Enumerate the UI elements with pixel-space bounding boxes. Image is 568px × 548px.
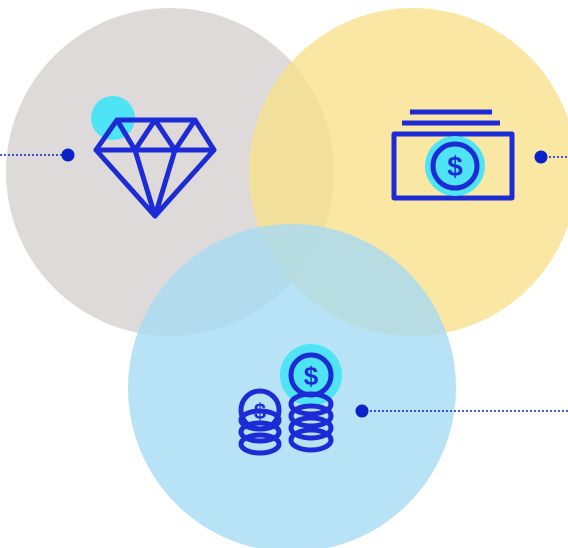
- banknotes-icon: $: [391, 109, 515, 201]
- connector-right-top: [534, 150, 568, 164]
- svg-text:$: $: [254, 399, 266, 424]
- connector-right-bottom: [355, 404, 568, 418]
- diamond-icon: [91, 96, 217, 219]
- coin-stacks-icon: $ $: [238, 344, 342, 456]
- svg-text:$: $: [304, 361, 319, 391]
- svg-text:$: $: [447, 151, 463, 182]
- connector-left: [0, 148, 75, 162]
